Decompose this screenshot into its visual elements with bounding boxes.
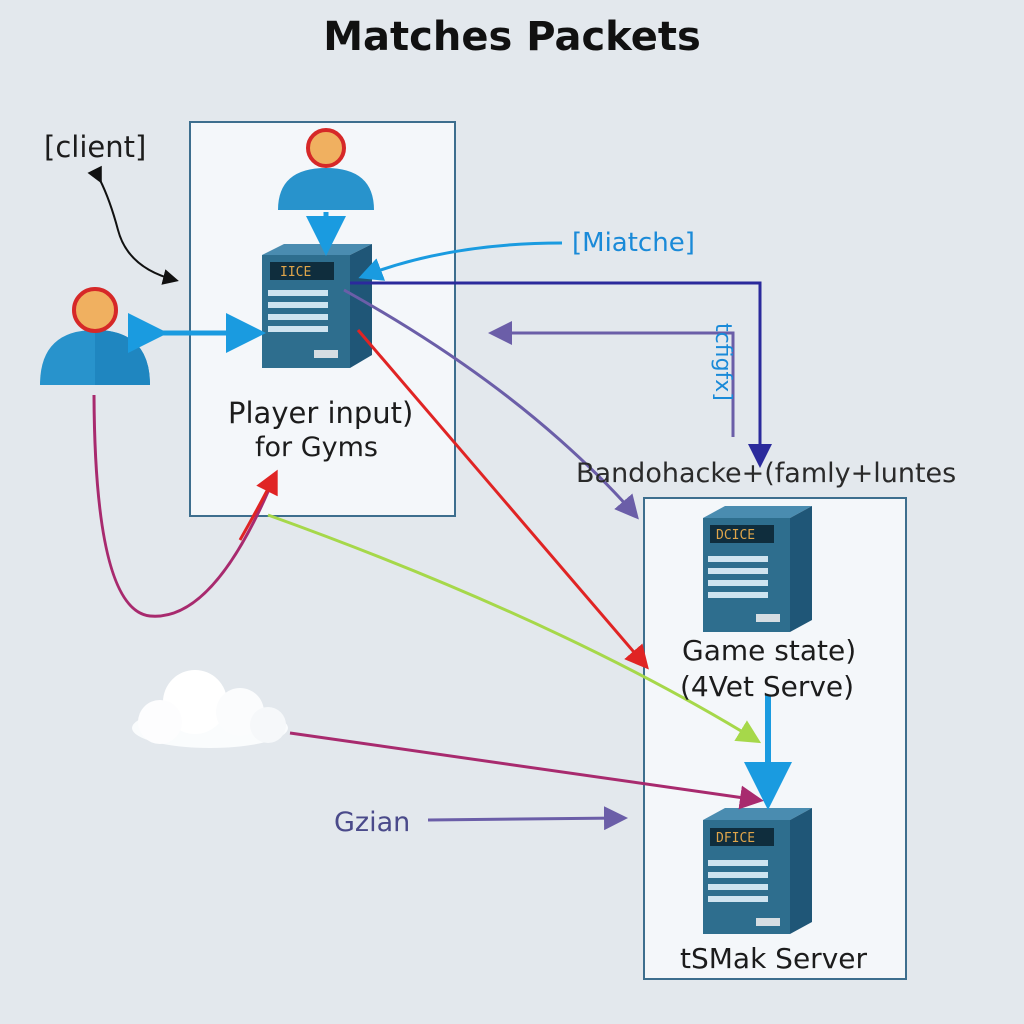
diagram-title: Matches Packets — [323, 14, 701, 60]
red-server-arrow — [356, 329, 649, 670]
mark-server-label: tSMak Server — [680, 942, 868, 975]
player-top-icon — [278, 128, 374, 210]
green-arrow — [267, 513, 762, 744]
server-c-screen: DFICE — [716, 831, 755, 846]
navy-route-arrow — [350, 281, 772, 468]
purple-curve-arrow — [343, 288, 639, 520]
vertical-label: tcfigfx] — [710, 323, 735, 401]
player-input-label-line2: for Gyms — [255, 432, 378, 463]
purple-loop-arrow — [488, 321, 735, 437]
client-label-arrow — [87, 165, 179, 285]
matche-label: [Miatche] — [572, 228, 695, 258]
cloud-arrow — [289, 731, 764, 810]
magenta-curve-arrow — [92, 394, 277, 618]
gzian-arrow — [427, 806, 628, 831]
server-b-screen: DCICE — [716, 528, 755, 543]
player-left-icon — [40, 287, 150, 385]
gzian-label: Gzian — [334, 807, 411, 838]
game-state-label-line2: (4Vet Serve) — [680, 670, 855, 703]
client-label: [client] — [44, 130, 147, 164]
matche-arrow — [358, 241, 563, 281]
bandwidth-label: Bandohacke+(famly+luntes — [576, 458, 957, 489]
client-server-icon — [262, 244, 372, 368]
cloud-icon — [132, 670, 288, 748]
server-a-screen: IICE — [280, 265, 311, 280]
mark-server-icon — [703, 808, 812, 934]
game-state-label-line1: Game state) — [682, 634, 857, 667]
player-input-label-line1: Player input) — [228, 396, 414, 430]
game-state-server-icon — [703, 506, 812, 632]
